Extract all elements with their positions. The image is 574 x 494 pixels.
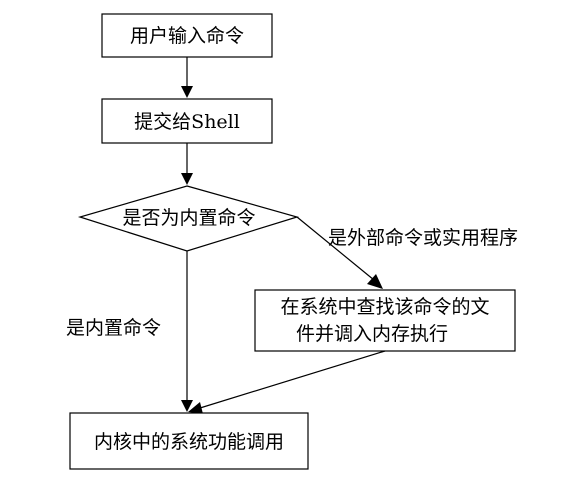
node-submit-shell-label: 提交给Shell [134,111,240,133]
node-search-file-line1: 在系统中查找该命令的文 [280,296,489,318]
node-is-builtin-label: 是否为内置命令 [122,207,255,229]
node-is-builtin-decision: 是否为内置命令 [77,185,300,252]
node-search-file: 在系统中查找该命令的文 件并调入内存执行 [254,289,516,352]
node-kernel-call: 内核中的系统功能调用 [69,412,309,470]
node-kernel-call-label: 内核中的系统功能调用 [94,431,284,453]
arrow-submit-to-decision [181,143,193,185]
arrow-input-to-submit [181,57,193,98]
edge-builtin-label: 是内置命令 [66,317,161,339]
node-submit-shell: 提交给Shell [101,98,273,144]
node-user-input: 用户输入命令 [101,13,273,58]
node-user-input-label: 用户输入命令 [130,25,244,47]
arrow-decision-to-kernel: 是内置命令 [66,251,193,412]
node-search-file-line2: 件并调入内存执行 [296,323,448,345]
edge-external-label: 是外部命令或实用程序 [328,227,518,249]
arrow-decision-to-search: 是外部命令或实用程序 [296,216,518,289]
arrow-search-to-kernel [188,350,386,414]
